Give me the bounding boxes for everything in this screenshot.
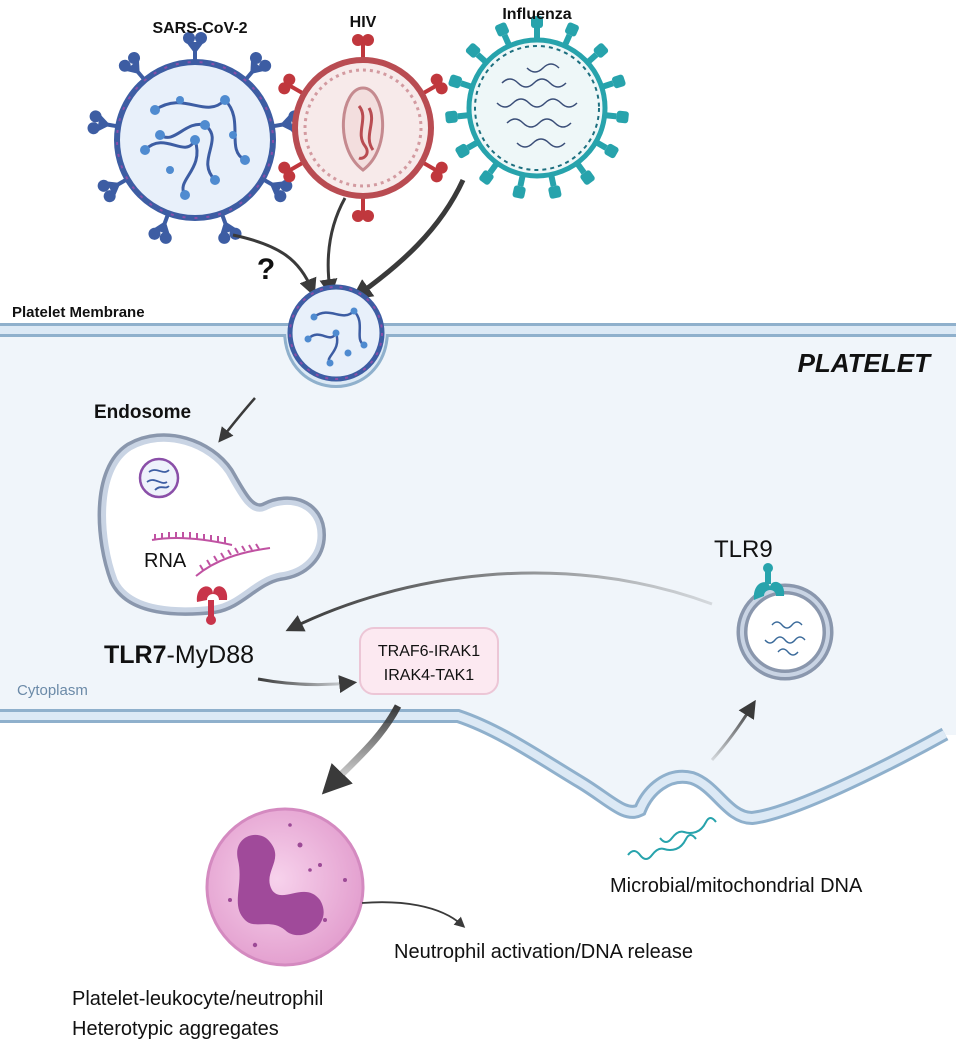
- influenza-label: Influenza: [502, 6, 571, 23]
- platelet-membrane-label: Platelet Membrane: [12, 304, 145, 321]
- complex-to-neutrophil-arrow: [321, 704, 402, 795]
- microbial-dna: [627, 817, 717, 860]
- complex-line2: IRAK4-TAK1: [384, 667, 475, 684]
- endosome-label: Endosome: [94, 402, 191, 423]
- aggregates-line2: Heterotypic aggregates: [72, 1018, 279, 1040]
- traf6-irak-complex: TRAF6-IRAK1 IRAK4-TAK1: [359, 627, 499, 695]
- endosome-to-vesicle-arrow: [218, 397, 256, 443]
- aggregates-line1: Platelet-leukocyte/neutrophil: [72, 988, 323, 1010]
- unknown-entry-mark: ?: [257, 253, 275, 286]
- neutrophil-nucleus: [237, 834, 324, 936]
- hiv-virion: [278, 34, 448, 222]
- neutrophil-activation-arrow: [361, 901, 466, 928]
- tlr9-label: TLR9: [714, 536, 773, 563]
- neutrophil: [205, 807, 365, 967]
- myd88-label: -MyD88: [167, 641, 255, 669]
- viral-rna-strands: [151, 532, 271, 577]
- cytoplasm-label: Cytoplasm: [17, 682, 88, 699]
- sars-cov-2-virion: [87, 32, 303, 244]
- tlr7-receptor: [196, 586, 228, 625]
- complex-line1: TRAF6-IRAK1: [378, 643, 480, 660]
- hiv-label: HIV: [350, 14, 377, 31]
- endosome-virion: [138, 457, 180, 499]
- dna-label: Microbial/mitochondrial DNA: [610, 875, 863, 897]
- tlr9-receptor: [753, 563, 785, 600]
- internalizing-virion: [287, 284, 385, 382]
- dna-uptake-arrow: [710, 699, 756, 762]
- influenza-virion: [445, 16, 629, 199]
- tlr9-to-tlr7-arrow: [285, 571, 713, 632]
- tlr7-label: TLR7: [104, 641, 167, 669]
- hiv-entry-arrow: [319, 197, 347, 298]
- influenza-entry-arrow: [351, 178, 466, 300]
- neutrophil-activation-label: Neutrophil activation/DNA release: [394, 941, 693, 963]
- tlr7-myd88-label: TLR7-MyD88: [104, 641, 254, 669]
- platelet-label: PLATELET: [798, 348, 933, 378]
- rna-label: RNA: [144, 550, 187, 572]
- sars-cov-2-label: SARS-CoV-2: [152, 20, 247, 37]
- sars-entry-arrow: [232, 233, 317, 297]
- tlr7-to-complex-arrow: [257, 675, 358, 694]
- tlr9-vesicle: [736, 583, 834, 681]
